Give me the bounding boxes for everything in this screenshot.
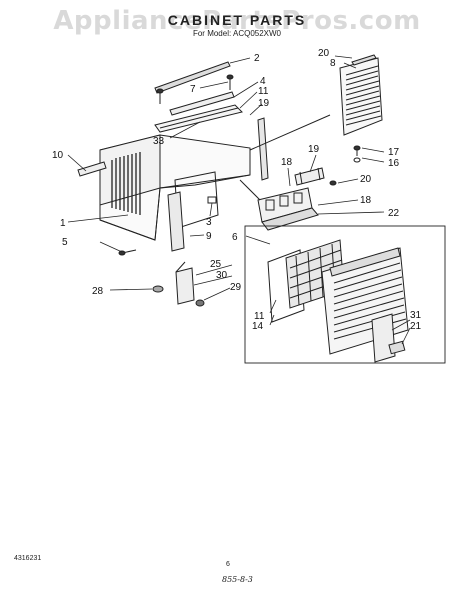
callout-17: 18 [281,157,293,168]
callout-28: 28 [92,286,104,297]
callout-leader-lines [67,55,411,345]
clip-3-icon [207,196,217,204]
callout-11: 11 [254,311,265,322]
callout-33: 33 [153,136,165,147]
nameplate [388,340,406,355]
diagram-title: CABINET PARTS [167,12,307,28]
handwritten-note: 855-8-3 [222,575,253,584]
rear-grille [339,54,383,136]
callout-19: 19 [308,144,320,155]
callout-8: 8 [330,58,336,69]
callout-10: 10 [52,150,64,161]
callout-3: 3 [206,217,212,228]
callout-23: 20 [318,48,330,59]
callout-31: 31 [410,310,422,321]
callout-1: 1 [60,218,66,229]
callout-9: 9 [206,231,212,242]
callout-5: 5 [62,237,68,248]
callout-20: 20 [360,174,372,185]
watermark: AppliancePartsPros.com [53,6,421,36]
access-door [371,313,396,363]
callout-labels: 2 7 4 11 19 33 10 20 8 17 16 18 19 20 18… [52,48,422,332]
screw-16-icon [353,145,361,163]
screw-7-icon [156,74,234,104]
side-panel [167,191,185,252]
filter-frame [267,249,305,323]
callout-21: 19 [258,98,270,109]
bracket-19 [294,167,337,186]
callout-15: 16 [388,158,400,169]
callout-6: 6 [232,232,238,243]
control-assembly [257,187,319,231]
callout-24: 22 [388,208,400,219]
callout-29: 29 [230,282,242,293]
callout-30: 30 [216,270,228,281]
side-louvers [111,152,141,215]
mounting-rail [77,161,107,177]
screw-5-icon [118,249,137,256]
document-number: 4316231 [14,555,42,562]
callout-2: 2 [254,53,260,64]
front-assembly-box [244,225,446,364]
callout-18: 18 [360,195,372,206]
callout-4: 4 [260,76,266,87]
callout-22: 21 [410,321,422,332]
callout-12: 11 [258,86,269,97]
mounting-bracket [152,261,205,307]
model-subtitle: For Model: ACQ052XW0 [192,29,282,38]
callout-7: 7 [190,84,196,95]
callout-16: 17 [388,147,400,158]
page-number: 6 [226,561,230,568]
top-rail [154,61,231,94]
callout-25: 25 [210,259,222,270]
callout-14: 14 [252,321,264,332]
vertical-strip [257,117,269,181]
